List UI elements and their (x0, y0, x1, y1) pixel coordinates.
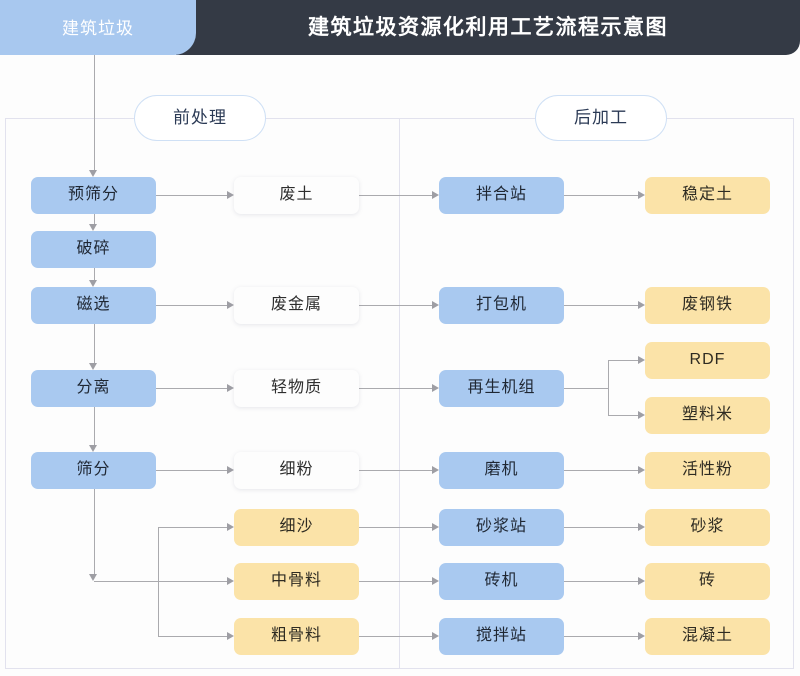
header-bar: 建筑垃圾资源化利用工艺流程示意图 (176, 0, 800, 55)
connector-mixingstation-to-stabilizedsoil-arrowhead-icon (638, 190, 645, 199)
node-intermediate-products-4: 细沙 (234, 508, 359, 546)
connector-mixer-to-concrete (564, 636, 638, 637)
connector-mortarstation-to-mortar (564, 527, 638, 528)
node-final-products-7: 混凝土 (645, 617, 770, 655)
connector-mixingstation-to-stabilizedsoil (564, 195, 638, 196)
connector-process-chain-3 (93, 406, 95, 445)
node-equipment-6: 搅拌站 (439, 617, 564, 655)
corner-tab-input-material: 建筑垃圾 (0, 0, 196, 55)
arrowhead-recyclingunit-to-rdf-icon (638, 355, 645, 364)
connector-mill-to-activepowder-arrowhead-icon (638, 465, 645, 474)
node-final-products-5: 砂浆 (645, 508, 770, 546)
node-process-chain-1: 破碎 (31, 230, 156, 268)
connector-wastemetal-to-baler-arrowhead-icon (432, 300, 439, 309)
connector-magnetic-to-wastemetal (156, 305, 227, 306)
node-final-products-2: RDF (645, 341, 770, 379)
corner-tab-label: 建筑垃圾 (62, 19, 134, 38)
connector-separation-to-lightmatter-arrowhead-icon (227, 383, 234, 392)
node-final-products-1: 废钢铁 (645, 286, 770, 324)
section-label-pre-processing: 前处理 (134, 95, 266, 141)
node-final-products-6: 砖 (645, 562, 770, 600)
connector-input-to-prescreen (93, 55, 95, 170)
connector-finepowder-to-mill-arrowhead-icon (432, 465, 439, 474)
connector-coarseaggregate-to-mixer-arrowhead-icon (432, 631, 439, 640)
connector-prescreen-to-wastesoil (156, 195, 227, 196)
connector-screening-to-medium-aggregate (93, 581, 227, 582)
connector-process-chain-2 (93, 323, 95, 363)
node-equipment-0: 拌合站 (439, 176, 564, 214)
connector-mortarstation-to-mortar-arrowhead-icon (638, 522, 645, 531)
connector-screening-trunk-down (93, 488, 95, 574)
arrowhead-screening-to-medium-aggregate-icon (227, 576, 234, 585)
connector-brickmachine-to-brick (564, 581, 638, 582)
connector-spine-to-fine-sand (158, 527, 227, 528)
connector-screening-to-finepowder-arrowhead-icon (227, 465, 234, 474)
node-intermediate-products-1: 废金属 (234, 286, 359, 324)
connector-wastesoil-to-mixingstation (359, 195, 432, 196)
connector-mixer-to-concrete-arrowhead-icon (638, 631, 645, 640)
node-process-chain-3: 分离 (31, 369, 156, 407)
connector-baler-to-scrapsteel (564, 305, 638, 306)
node-process-chain-0: 预筛分 (31, 176, 156, 214)
arrowhead-process-chain-3-icon (89, 444, 97, 452)
connector-wastemetal-to-baler (359, 305, 432, 306)
connector-mediumaggregate-to-brickmachine-arrowhead-icon (432, 576, 439, 585)
node-final-products-4: 活性粉 (645, 451, 770, 489)
connector-separation-to-lightmatter (156, 388, 227, 389)
arrowhead-process-chain-2-icon (89, 362, 97, 370)
node-intermediate-products-2: 轻物质 (234, 369, 359, 407)
vertical-section-divider (399, 118, 400, 669)
connector-spine-to-coarse-aggregate (158, 636, 227, 637)
node-equipment-4: 砂浆站 (439, 508, 564, 546)
arrowhead-process-chain-1-icon (89, 279, 97, 287)
connector-prescreen-to-wastesoil-arrowhead-icon (227, 190, 234, 199)
connector-lightmatter-to-recyclingunit-arrowhead-icon (432, 383, 439, 392)
connector-process-chain-0 (93, 213, 95, 224)
connector-finesand-to-mortarstation-arrowhead-icon (432, 522, 439, 531)
node-process-chain-2: 磁选 (31, 286, 156, 324)
node-equipment-2: 再生机组 (439, 369, 564, 407)
connector-lightmatter-to-recyclingunit (359, 388, 432, 389)
node-intermediate-products-5: 中骨料 (234, 562, 359, 600)
connector-finesand-to-mortarstation (359, 527, 432, 528)
connector-process-chain-1 (93, 267, 95, 280)
connector-recyclingunit-to-rdf (608, 360, 638, 361)
node-intermediate-products-3: 细粉 (234, 451, 359, 489)
connector-wastesoil-to-mixingstation-arrowhead-icon (432, 190, 439, 199)
connector-coarseaggregate-to-mixer (359, 636, 432, 637)
node-intermediate-products-6: 粗骨料 (234, 617, 359, 655)
node-intermediate-products-0: 废土 (234, 176, 359, 214)
arrowhead-process-chain-0-icon (89, 223, 97, 231)
node-final-products-0: 稳定土 (645, 176, 770, 214)
arrowhead-spine-to-fine-sand-icon (227, 522, 234, 531)
arrowhead-screening-trunk-icon (89, 574, 97, 581)
arrowhead-input-to-prescreen-icon (89, 169, 97, 177)
connector-brickmachine-to-brick-arrowhead-icon (638, 576, 645, 585)
page-title: 建筑垃圾资源化利用工艺流程示意图 (308, 16, 668, 39)
arrowhead-recyclingunit-to-plasticpellet-icon (638, 410, 645, 419)
connector-baler-to-scrapsteel-arrowhead-icon (638, 300, 645, 309)
connector-finepowder-to-mill (359, 470, 432, 471)
connector-recyclingunit-to-plasticpellet (608, 415, 638, 416)
connector-magnetic-to-wastemetal-arrowhead-icon (227, 300, 234, 309)
node-equipment-3: 磨机 (439, 451, 564, 489)
connector-screening-to-finepowder (156, 470, 227, 471)
node-process-chain-4: 筛分 (31, 451, 156, 489)
section-label-post-processing: 后加工 (535, 95, 667, 141)
node-final-products-3: 塑料米 (645, 396, 770, 434)
connector-aggregate-spine (158, 527, 159, 636)
connector-mediumaggregate-to-brickmachine (359, 581, 432, 582)
connector-mill-to-activepowder (564, 470, 638, 471)
node-equipment-5: 砖机 (439, 562, 564, 600)
arrowhead-spine-to-coarse-aggregate-icon (227, 631, 234, 640)
connector-recyclingunit-branch-spine (608, 360, 609, 415)
node-equipment-1: 打包机 (439, 286, 564, 324)
connector-recyclingunit-stub (564, 388, 608, 389)
